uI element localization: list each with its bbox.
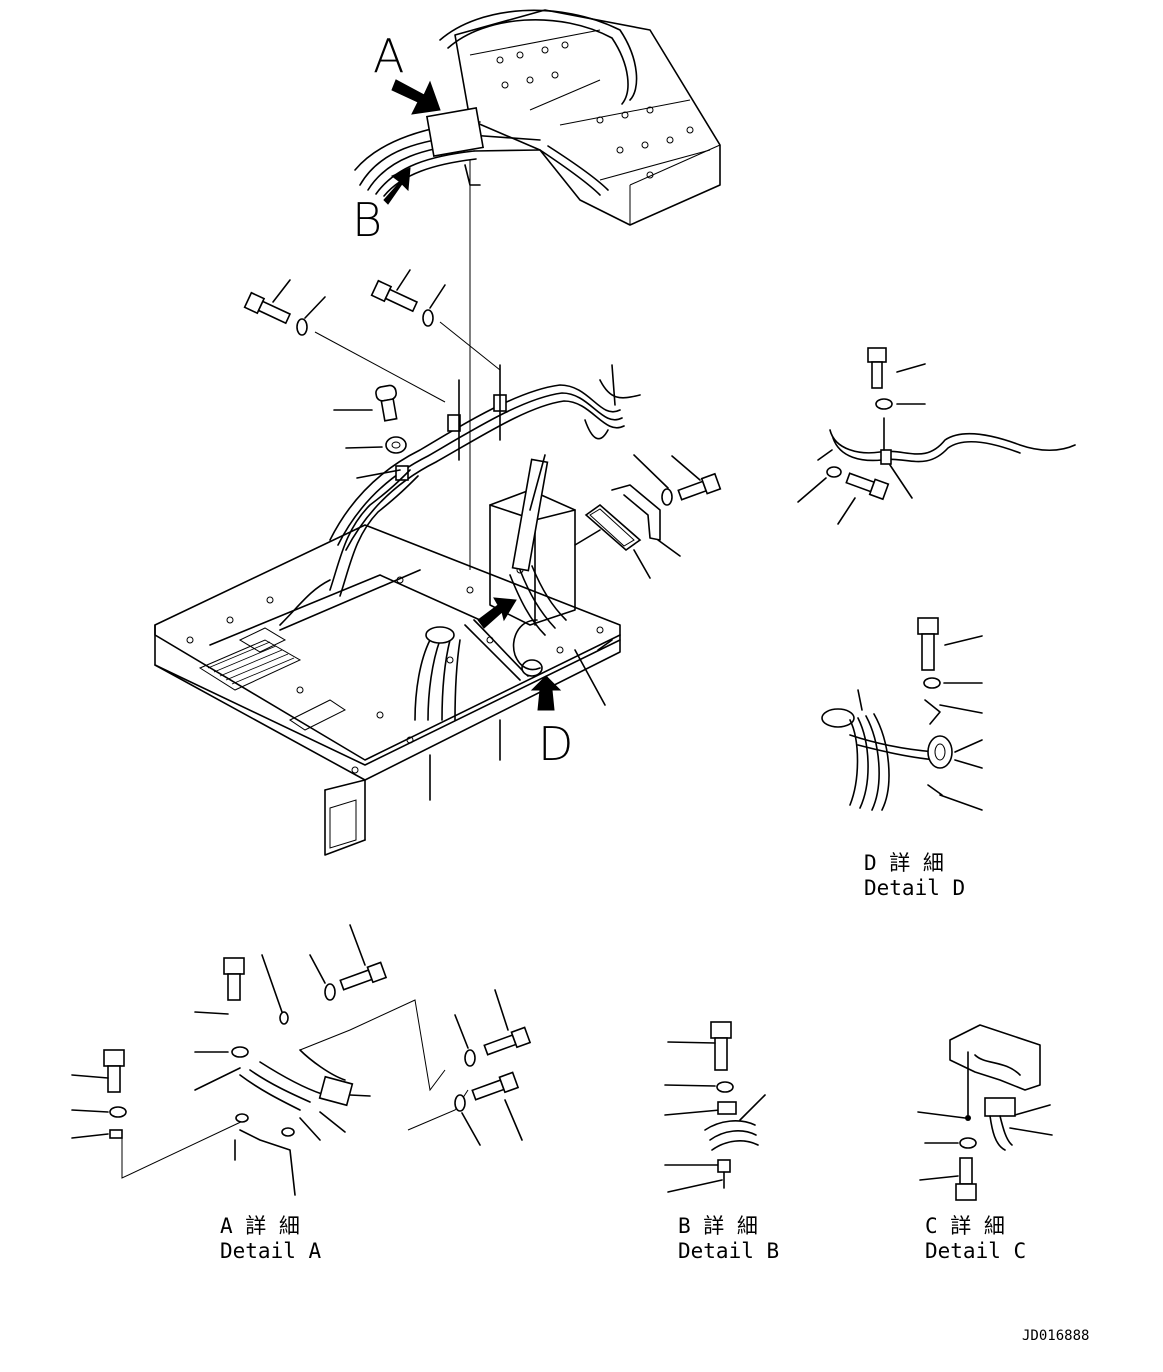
control-box [414, 454, 613, 721]
detail-c: C 詳 細 Detail C [917, 1024, 1053, 1263]
callout-c-label-shape [512, 619, 541, 671]
detail-b: B 詳 細 Detail B [664, 1021, 779, 1263]
battery-assembly [439, 9, 721, 226]
callout-c-label: C [520, 617, 552, 671]
callout-a: A [373, 29, 441, 115]
arrow-d-icon [530, 675, 562, 711]
callout-d-label: D [538, 717, 573, 771]
cover-plate [584, 454, 722, 579]
bolts-middle [243, 269, 501, 403]
harness-top [354, 107, 541, 570]
harness-middle [329, 364, 641, 551]
detail-c-title-jp: C 詳 細 [925, 1214, 1005, 1238]
drawing-code: JD016888 [1022, 1328, 1089, 1344]
callout-a-label: A [373, 29, 404, 83]
detail-d-title-jp: D 詳 細 [864, 851, 944, 875]
detail-b-title-jp: B 詳 細 [678, 1214, 758, 1238]
detail-a-title-en: Detail A [220, 1239, 322, 1263]
right-harness [797, 347, 1076, 525]
arrow-c-icon [477, 597, 517, 629]
arrow-b-icon [383, 167, 411, 205]
callout-c: C [477, 597, 552, 671]
callout-b-label: B [352, 193, 382, 247]
detail-d-title-en: Detail D [864, 876, 965, 900]
callout-b: B [352, 167, 411, 247]
arrow-a-icon [391, 79, 441, 115]
detail-a: A 詳 細 Detail A [71, 924, 532, 1263]
detail-c-title-en: Detail C [925, 1239, 1026, 1263]
detail-d: D 詳 細 Detail D [821, 617, 983, 900]
detail-b-title-en: Detail B [678, 1239, 779, 1263]
detail-a-title-jp: A 詳 細 [220, 1214, 300, 1238]
callout-d: D [530, 675, 573, 771]
chassis-frame [154, 469, 621, 856]
